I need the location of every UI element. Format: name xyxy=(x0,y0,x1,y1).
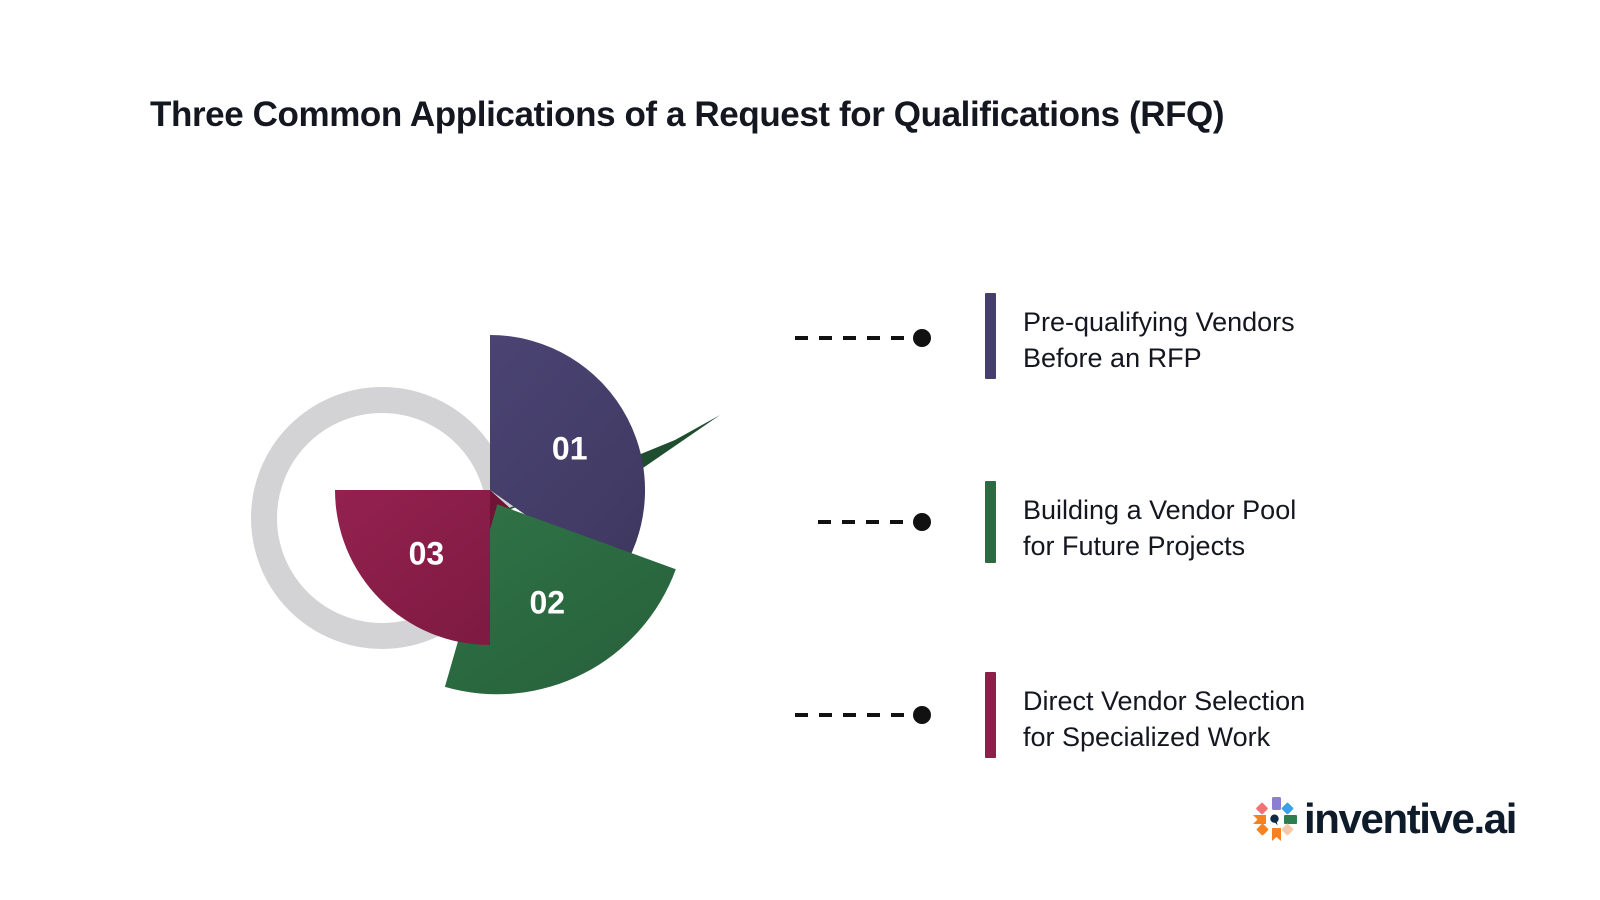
slice-number-03: 03 xyxy=(409,536,445,572)
legend-color-bar-03 xyxy=(985,672,996,758)
slice-number-02: 02 xyxy=(530,584,566,620)
legend-label-03-line2: for Specialized Work xyxy=(1023,722,1271,752)
legend-label-02-line2: for Future Projects xyxy=(1023,531,1246,561)
legend-label-03: Direct Vendor Selection for Specialized … xyxy=(1023,672,1305,755)
legend-label-02: Building a Vendor Pool for Future Projec… xyxy=(1023,481,1296,564)
connector-line-01 xyxy=(795,329,931,347)
legend-label-02-line1: Building a Vendor Pool xyxy=(1023,495,1297,525)
legend-item-01[interactable]: Pre-qualifying Vendors Before an RFP xyxy=(985,293,1295,379)
pie-slice-02[interactable] xyxy=(444,504,676,695)
legend-label-01-line1: Pre-qualifying Vendors xyxy=(1023,307,1295,337)
inventive-sunburst-icon xyxy=(1253,797,1297,841)
legend-label-03-line1: Direct Vendor Selection xyxy=(1023,686,1306,716)
connector-line-03 xyxy=(795,706,931,724)
brand-logo[interactable]: inventive.ai xyxy=(1252,795,1517,842)
legend-label-01-line2: Before an RFP xyxy=(1023,343,1202,373)
legend-color-bar-01 xyxy=(985,293,996,379)
connector-line-02 xyxy=(818,513,931,531)
legend-item-02[interactable]: Building a Vendor Pool for Future Projec… xyxy=(985,481,1296,564)
pie-slice-03[interactable] xyxy=(335,490,490,645)
slice-number-01: 01 xyxy=(552,431,588,467)
logo-wordmark: inventive.ai xyxy=(1304,795,1517,842)
pie-slice-01[interactable] xyxy=(490,335,646,579)
legend-label-01: Pre-qualifying Vendors Before an RFP xyxy=(1023,293,1295,376)
legend-color-bar-02 xyxy=(985,481,996,563)
page-title: Three Common Applications of a Request f… xyxy=(150,95,1225,134)
legend-item-03[interactable]: Direct Vendor Selection for Specialized … xyxy=(985,672,1305,758)
